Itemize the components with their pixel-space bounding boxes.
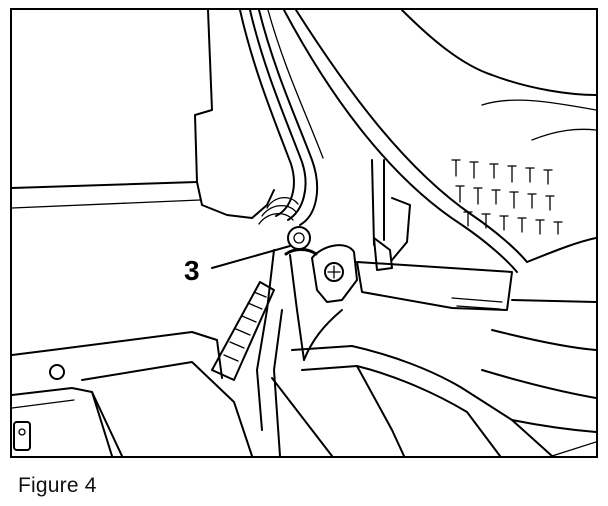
lower-left-clip: [13, 421, 31, 451]
ribbed-air-duct: [211, 281, 275, 381]
console-left-panel-lip: [12, 399, 75, 409]
right-console-edge: [481, 369, 596, 433]
trim-panel-lower-edge: [196, 181, 275, 219]
dash-vent-frame: [391, 197, 411, 261]
pillar-trim-left: [371, 159, 385, 246]
right-console-line: [551, 441, 596, 456]
console-column: [256, 249, 305, 431]
center-tunnel-box: [271, 365, 405, 456]
strap-coil: [258, 197, 299, 225]
upper-trim-panel: [12, 10, 213, 189]
console-left-box: [81, 361, 253, 456]
pillar-strap-2: [239, 10, 295, 217]
windshield-edge: [283, 10, 518, 273]
hatched-grille-area: [451, 159, 563, 235]
vehicle-interior-line-drawing: 3: [12, 10, 596, 456]
pillar-strap-1: [249, 10, 307, 221]
figure-caption: Figure 4: [18, 474, 97, 497]
console-left-top: [12, 331, 223, 379]
pillar-strap-outer: [258, 10, 319, 226]
dash-top-curve: [401, 10, 596, 96]
trim-panel-seam: [12, 199, 201, 209]
callout-bolt-3: [284, 226, 318, 256]
dash-right-edge: [526, 237, 596, 263]
dash-contour-2: [531, 128, 596, 141]
pillar-trim-bracket: [373, 237, 393, 271]
bracket-bolt: [324, 262, 344, 282]
windshield-inner-edge: [295, 10, 528, 263]
center-tunnel-inner: [301, 365, 501, 456]
console-column-inner: [273, 309, 343, 456]
callout-leader-3: [211, 245, 291, 269]
lower-dash-edge: [491, 299, 596, 351]
lower-dash-panel: [356, 261, 513, 311]
figure-illustration: 3: [10, 8, 598, 458]
lower-dash-slot: [451, 297, 503, 310]
callout-label-3: 3: [184, 255, 200, 286]
center-tunnel-left: [291, 345, 553, 456]
pillar-strap-3: [267, 10, 324, 159]
left-fastener: [49, 364, 65, 380]
console-left-panel: [12, 387, 113, 456]
dash-contour-1: [481, 99, 596, 111]
